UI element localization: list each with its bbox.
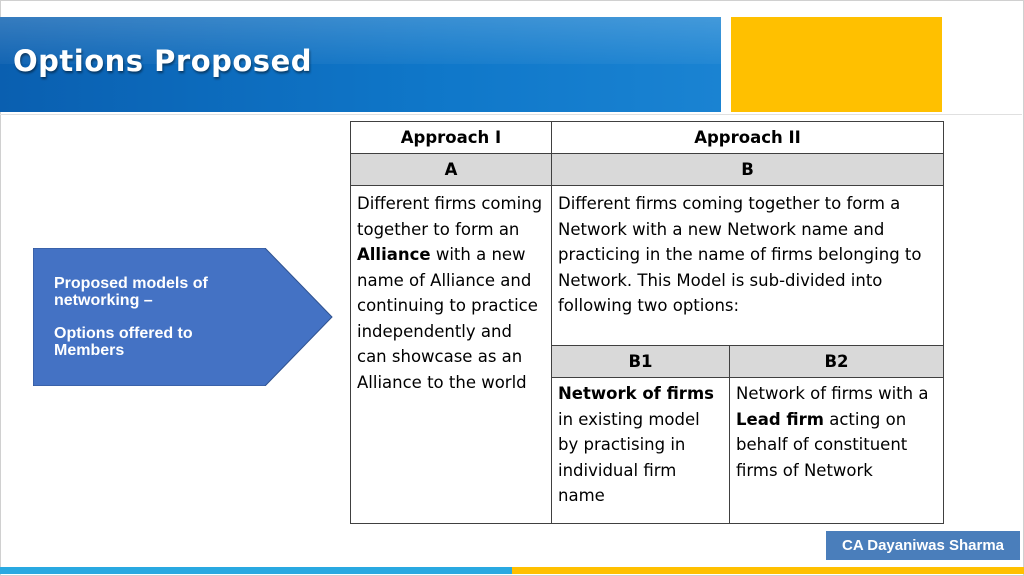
footer-bar-yellow bbox=[512, 567, 1024, 574]
header-divider bbox=[0, 114, 1022, 115]
footer-bar-blue bbox=[0, 567, 512, 574]
accent-yellow-block bbox=[731, 17, 942, 112]
title-bar bbox=[0, 17, 721, 112]
callout-arrow-shape bbox=[33, 248, 333, 386]
cell-b2-bold: Lead firm bbox=[736, 409, 824, 429]
cell-b1-text: in existing model by practising in indiv… bbox=[558, 409, 700, 506]
cell-b2-text-1: Network of firms with a bbox=[736, 384, 929, 403]
subheader-b1: B1 bbox=[551, 345, 730, 378]
cell-b1: Network of firms in existing model by pr… bbox=[551, 377, 730, 524]
approach-table: Approach I Approach II A B Different fir… bbox=[350, 121, 944, 524]
callout-line-2: Options offered to Members bbox=[54, 325, 193, 359]
cell-a-bold: Alliance bbox=[357, 245, 431, 264]
header-approach-2: Approach II bbox=[551, 121, 944, 154]
callout-text: Proposed models of networking – Options … bbox=[54, 275, 254, 359]
cell-approach-b: Different firms coming together to form … bbox=[551, 185, 944, 346]
title-bar-shine bbox=[0, 17, 721, 64]
subheader-a: A bbox=[350, 153, 552, 186]
cell-b2: Network of firms with a Lead firm acting… bbox=[729, 377, 944, 524]
cell-b1-bold: Network of firms bbox=[558, 384, 714, 403]
cell-b2-text-2: acting on behalf of constituent firms of… bbox=[736, 409, 908, 480]
cell-a-text-1: Different firms coming together to form … bbox=[357, 194, 543, 239]
slide-title: Options Proposed bbox=[13, 44, 312, 78]
cell-approach-a: Different firms coming together to form … bbox=[350, 185, 552, 524]
subheader-b2: B2 bbox=[729, 345, 944, 378]
header-approach-1: Approach I bbox=[350, 121, 552, 154]
subheader-b: B bbox=[551, 153, 944, 186]
author-credit: CA Dayaniwas Sharma bbox=[826, 531, 1020, 560]
callout-line-1: Proposed models of networking – bbox=[54, 275, 208, 309]
callout-arrow: Proposed models of networking – Options … bbox=[33, 248, 333, 386]
cell-a-text-2: with a new name of Alliance and continui… bbox=[357, 245, 538, 392]
